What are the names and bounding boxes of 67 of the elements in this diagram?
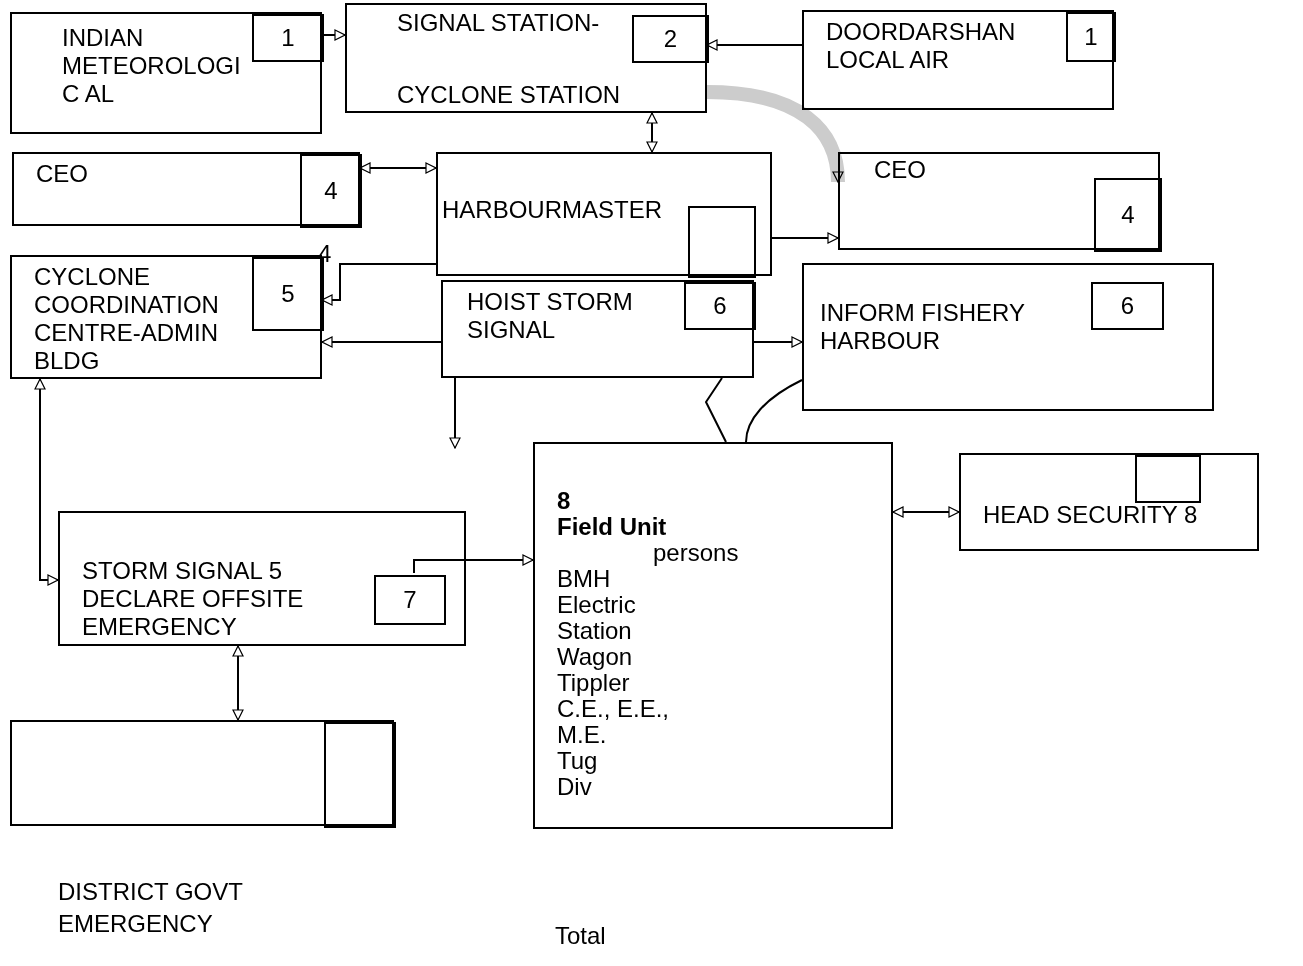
field-unit-text: Tug Div bbox=[557, 748, 599, 800]
process-box bbox=[441, 280, 754, 378]
process-box bbox=[802, 263, 1214, 411]
arrow bbox=[771, 232, 839, 244]
process-box bbox=[533, 442, 893, 829]
box-text: HARBOURMASTER bbox=[442, 196, 664, 224]
field-unit-text: 8 bbox=[557, 488, 572, 514]
number-label: 1 bbox=[1084, 23, 1098, 51]
connector-line bbox=[745, 379, 803, 443]
number-label: 4 bbox=[1121, 201, 1135, 229]
number-box bbox=[1135, 455, 1201, 503]
arrow bbox=[359, 162, 437, 174]
process-box bbox=[10, 12, 322, 134]
box-text: SIGNAL STATION- bbox=[397, 9, 601, 37]
connector-line bbox=[704, 377, 727, 443]
number-box bbox=[1066, 12, 1116, 62]
arrow bbox=[232, 645, 244, 721]
number-box bbox=[252, 14, 324, 62]
number-box bbox=[1091, 282, 1164, 330]
arrow bbox=[449, 377, 461, 449]
field-unit-text: Field Unit bbox=[557, 514, 668, 540]
arrow bbox=[321, 263, 437, 306]
box-text: CEO bbox=[874, 156, 927, 184]
number-label: 5 bbox=[281, 280, 295, 308]
arrow bbox=[753, 336, 803, 348]
box-text: INDIAN METEOROLOGI C AL bbox=[62, 24, 240, 108]
process-box bbox=[58, 511, 466, 646]
box-text: CYCLONE COORDINATION CENTRE-ADMIN BLDG bbox=[34, 263, 220, 375]
number-label: 1 bbox=[281, 24, 295, 52]
arrow bbox=[892, 506, 960, 518]
number-label: 6 bbox=[1120, 292, 1135, 320]
arrow bbox=[321, 29, 346, 41]
field-unit-text: C.E., E.E., M.E. bbox=[557, 696, 671, 748]
number-label: 4 bbox=[324, 177, 338, 205]
number-box bbox=[684, 282, 756, 330]
number-box bbox=[1094, 178, 1162, 252]
arrow bbox=[706, 85, 845, 183]
arrow bbox=[321, 336, 442, 348]
arrow bbox=[706, 39, 803, 51]
field-unit-text: BMH Electric Station Wagon Tippler bbox=[557, 566, 637, 696]
number-box bbox=[374, 575, 446, 625]
number-label: 6 bbox=[713, 292, 727, 320]
number-box bbox=[632, 15, 709, 63]
process-box bbox=[959, 453, 1259, 551]
arrow bbox=[413, 554, 534, 574]
process-box bbox=[12, 152, 360, 226]
number-box bbox=[688, 206, 756, 278]
process-box bbox=[838, 152, 1160, 250]
number-label: 7 bbox=[403, 586, 417, 614]
box-heading: DISTRICT GOVT EMERGENCY bbox=[58, 877, 244, 939]
number-label: 2 bbox=[663, 25, 678, 53]
number-box bbox=[324, 722, 396, 828]
box-text: CYCLONE STATION bbox=[397, 81, 622, 109]
process-box bbox=[436, 152, 772, 276]
number-box bbox=[300, 154, 362, 228]
box-text: DOORDARSHAN LOCAL AIR bbox=[826, 18, 1017, 74]
box-text: HEAD SECURITY 8 bbox=[983, 501, 1199, 529]
process-box bbox=[345, 3, 707, 113]
box-text: CEO bbox=[36, 160, 89, 188]
arrow bbox=[34, 378, 59, 586]
box-text: HOIST STORM SIGNAL bbox=[467, 288, 634, 344]
number-label: Total bbox=[555, 922, 606, 950]
arrow bbox=[646, 112, 658, 153]
field-unit-text: persons bbox=[652, 540, 740, 566]
box-text: STORM SIGNAL 5 DECLARE OFFSITE EMERGENCY bbox=[82, 557, 305, 641]
box-text: INFORM FISHERY HARBOUR bbox=[820, 299, 1026, 355]
process-box bbox=[802, 10, 1114, 110]
